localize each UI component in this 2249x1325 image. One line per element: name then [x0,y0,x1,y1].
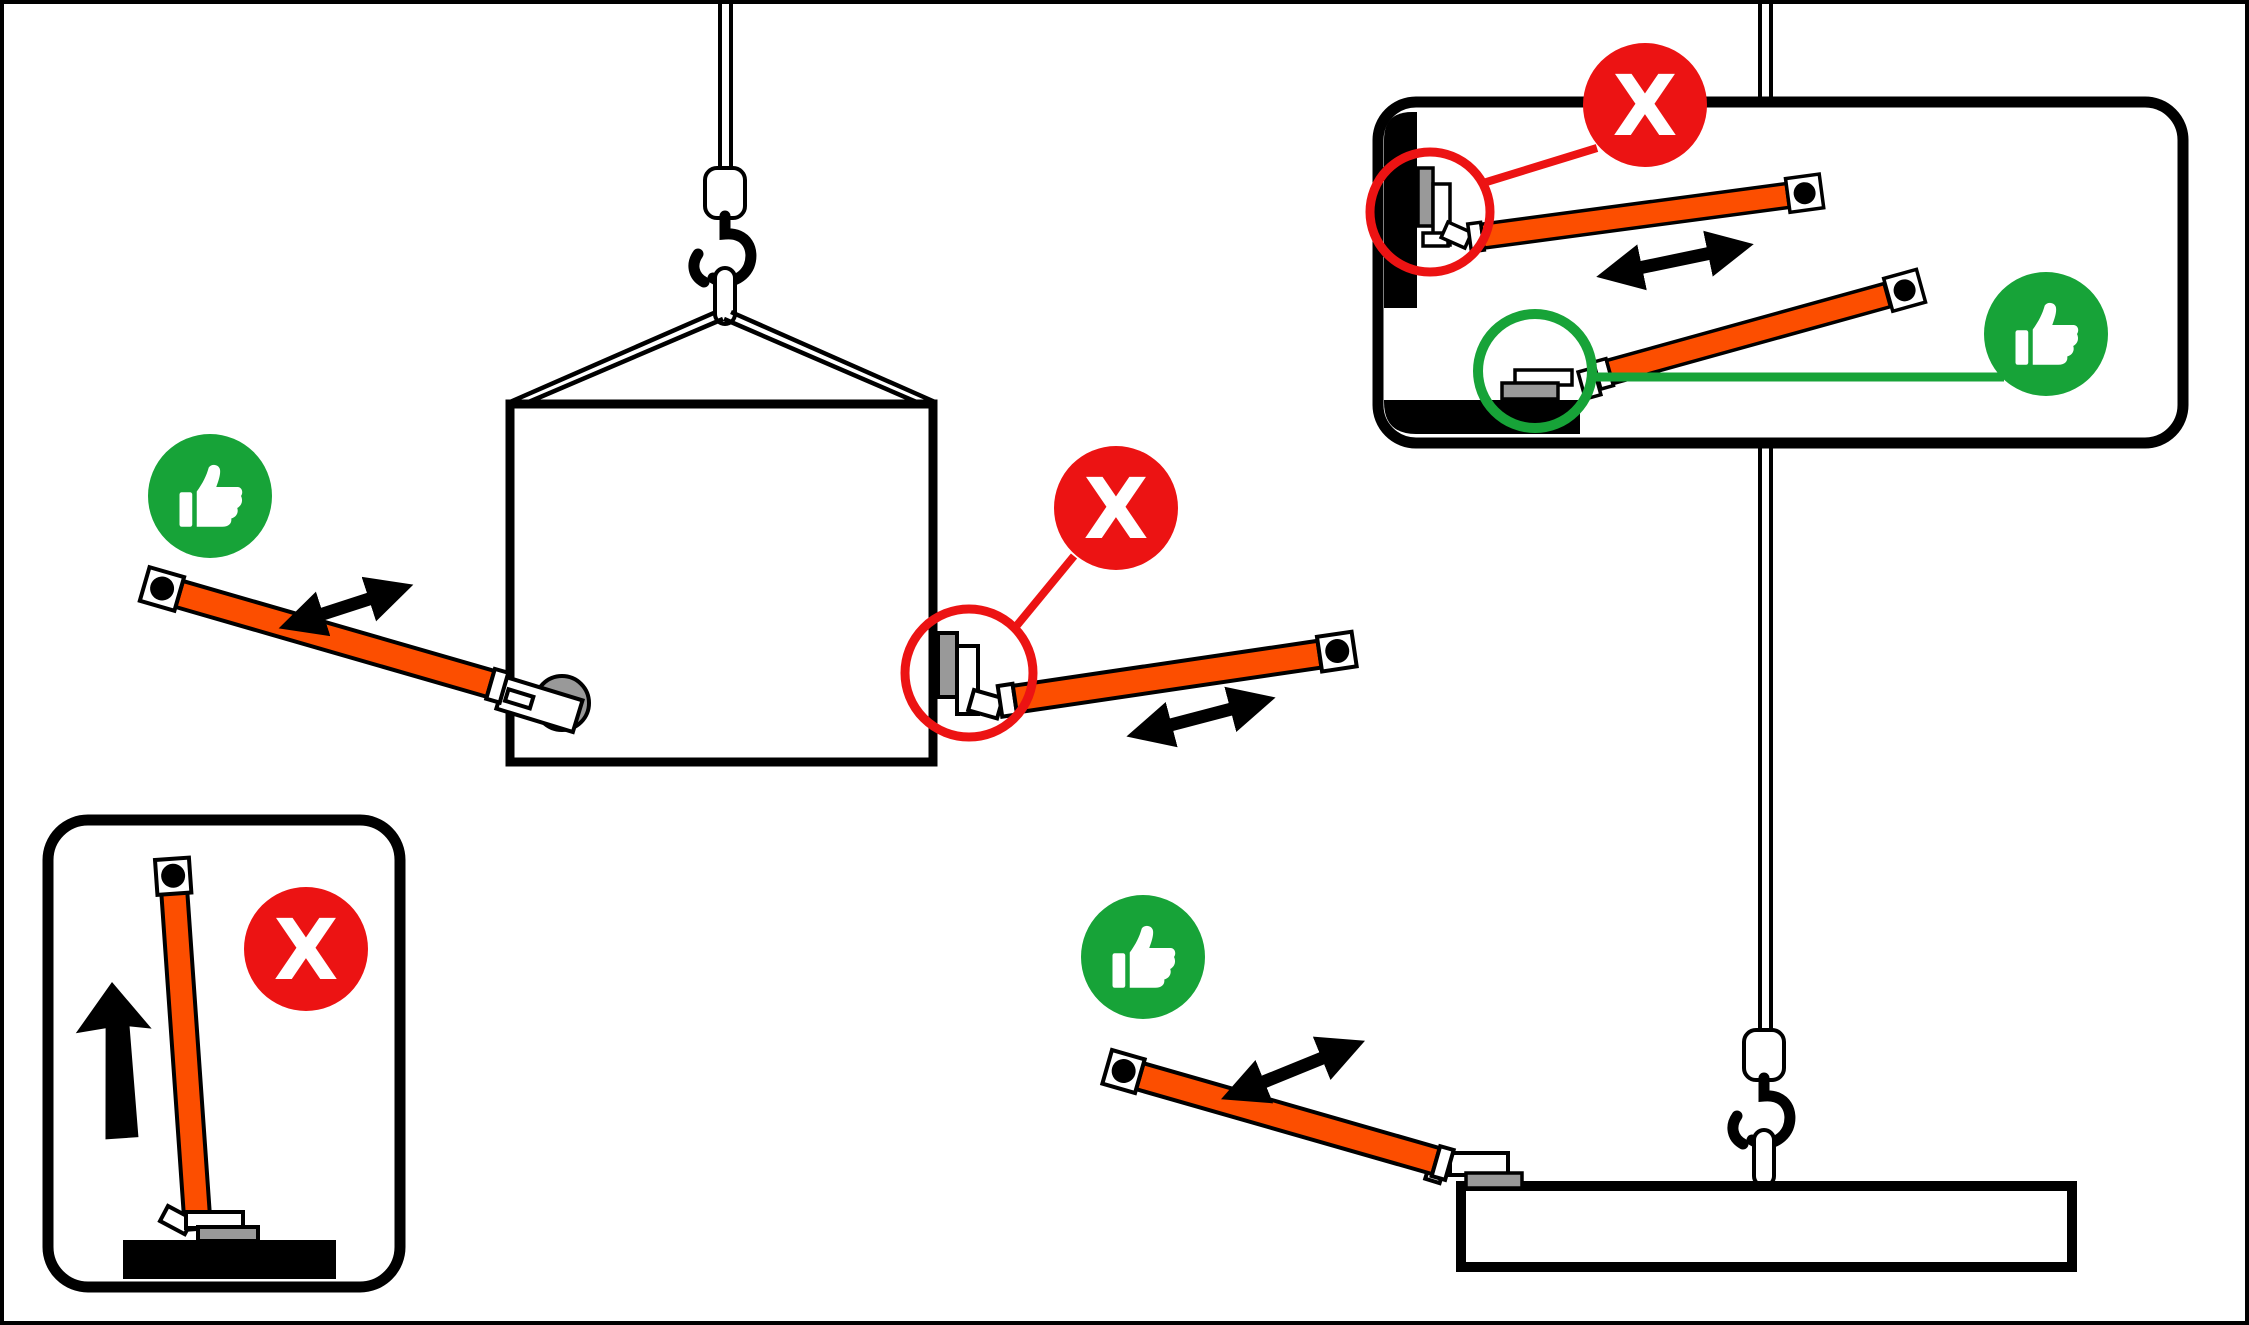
reject-badge: X [1054,446,1178,570]
reject-ring [900,604,1038,742]
approve-badge [1081,895,1205,1019]
motion-arrow [278,576,414,637]
reject-connector [1010,553,1078,632]
panel-container-wall: X [1365,4,2189,1032]
flat-load [1456,1181,2077,1272]
panel-vertical-push: X [42,814,406,1293]
scene-suspended-box: X [137,4,1359,767]
approve-badge [1984,272,2108,396]
reject-badge: X [1583,43,1707,167]
push-pull-pole-good [1591,267,1928,392]
push-pull-pole-bad [995,629,1359,719]
x-mark-icon: X [1613,57,1678,155]
crane-hook [694,168,751,324]
approve-badge [148,434,272,558]
motion-arrow [1126,686,1276,748]
scene-flat-load [1081,895,2077,1272]
sling-straps [509,309,936,410]
push-pull-pole-good [137,564,511,706]
x-mark-icon: X [274,901,339,999]
crane-hook [1733,1030,1790,1186]
approve-ring [1473,309,1597,433]
crane-cable [718,4,733,170]
motion-arrow [1596,230,1754,291]
edge-hook-grip [936,631,1006,721]
crane-cable [1758,4,1773,1032]
reject-ring [1365,147,1495,277]
motion-arrow [1220,1036,1366,1104]
wall-edge [1384,112,1417,308]
push-pull-pole-good [1099,1047,1457,1183]
reject-badge: X [244,887,368,1011]
panel-frame [1372,96,2189,449]
reject-connector [1478,144,1599,188]
x-mark-icon: X [1084,460,1149,558]
floor-edge [123,1240,336,1279]
up-arrow [75,982,152,1140]
